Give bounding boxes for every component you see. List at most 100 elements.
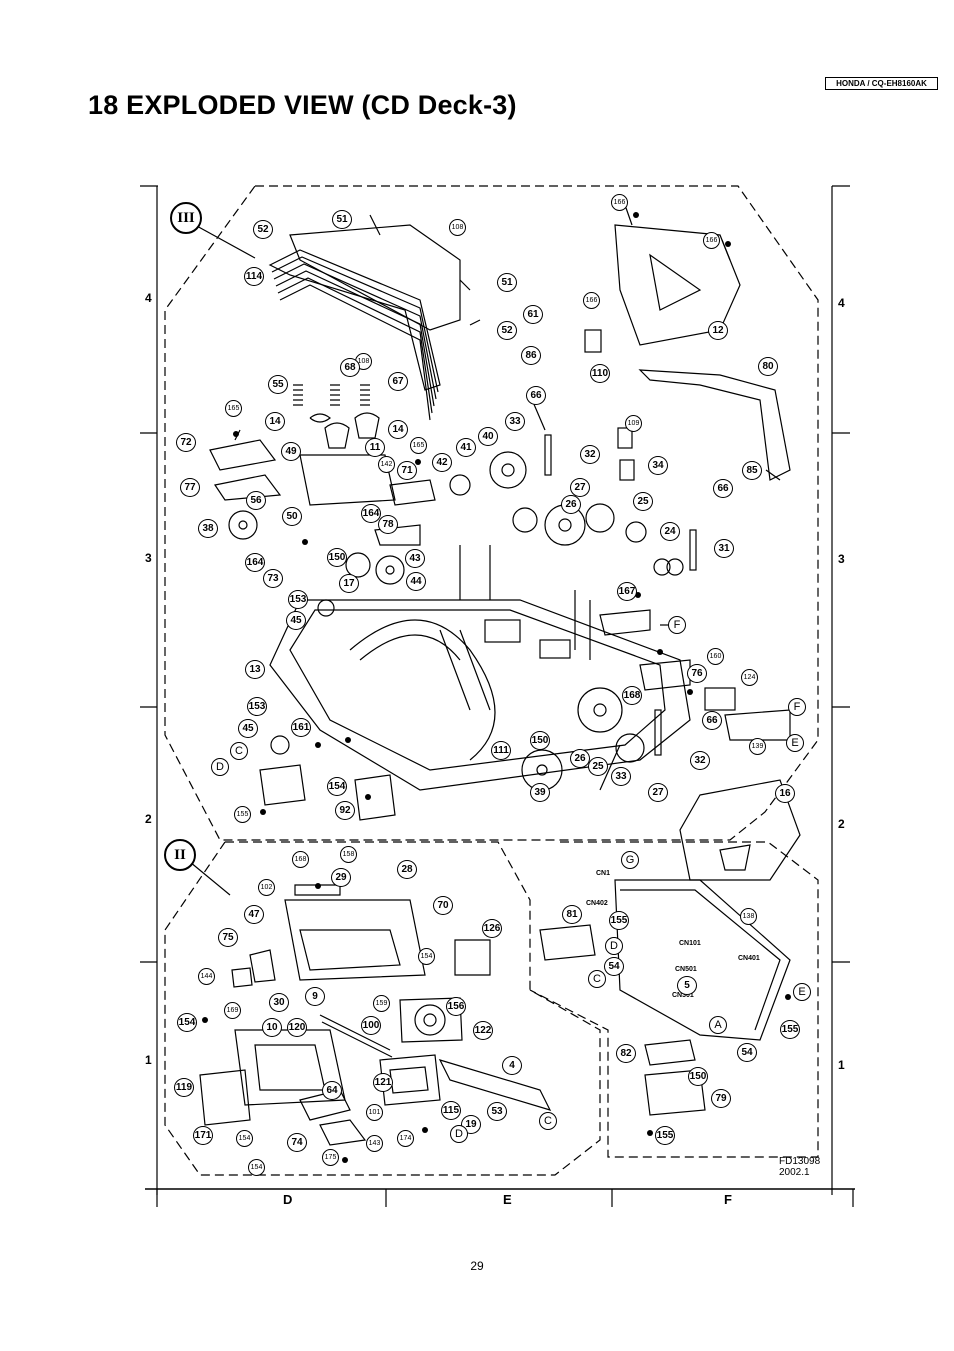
part-callout: 28 <box>397 860 417 879</box>
part-callout: 38 <box>198 519 218 538</box>
part-callout: 68 <box>340 358 360 377</box>
part-callout: 143 <box>366 1135 383 1152</box>
part-callout: 108 <box>449 219 466 236</box>
part-callout: 41 <box>456 438 476 457</box>
row-label: 2 <box>145 812 152 826</box>
part-callout: 45 <box>286 611 306 630</box>
part-callout: 76 <box>687 664 707 683</box>
part-callout: 42 <box>432 453 452 472</box>
reference-letter: A <box>709 1016 727 1034</box>
part-callout: 72 <box>176 433 196 452</box>
model-tag: HONDA / CQ-EH8160AK <box>825 77 938 90</box>
part-callout: 32 <box>580 445 600 464</box>
part-callout: 78 <box>378 515 398 534</box>
part-callout: 114 <box>244 267 264 286</box>
part-callout: 80 <box>758 357 778 376</box>
section-label: III <box>170 202 202 234</box>
connector-label: CN401 <box>738 955 760 962</box>
part-callout: 150 <box>327 548 347 567</box>
part-callout: 164 <box>245 553 265 572</box>
reference-letter: C <box>539 1112 557 1130</box>
part-callout: 79 <box>711 1089 731 1108</box>
connector-label: CN301 <box>672 992 694 999</box>
part-callout: 81 <box>562 905 582 924</box>
connector-label: CN1 <box>596 870 611 877</box>
part-callout: 174 <box>397 1130 414 1147</box>
part-callout: 154 <box>177 1013 197 1032</box>
part-callout: 5 <box>677 976 697 995</box>
reference-letter: F <box>668 616 686 634</box>
part-callout: 34 <box>648 456 668 475</box>
part-callout: 14 <box>265 412 285 431</box>
part-callout: 73 <box>263 569 283 588</box>
part-callout: 85 <box>742 461 762 480</box>
part-callout: 155 <box>234 806 251 823</box>
part-callout: 166 <box>703 232 720 249</box>
part-callout: 64 <box>322 1081 342 1100</box>
part-callout: 24 <box>660 522 680 541</box>
part-callout: 166 <box>583 292 600 309</box>
part-callout: 27 <box>648 783 668 802</box>
part-callout: 40 <box>478 427 498 446</box>
part-callout: 11 <box>365 438 385 457</box>
part-callout: 119 <box>174 1078 194 1097</box>
part-callout: 71 <box>397 461 417 480</box>
part-callout: 155 <box>655 1126 675 1145</box>
part-callout: 66 <box>713 479 733 498</box>
figure-code-date: 2002.1 <box>779 1167 810 1178</box>
part-callout: 155 <box>780 1020 800 1039</box>
part-callout: 142 <box>378 456 395 473</box>
part-callout: 171 <box>193 1126 213 1145</box>
part-callout: 122 <box>473 1021 493 1040</box>
part-callout: 56 <box>246 491 266 510</box>
part-callout: 51 <box>497 273 517 292</box>
part-callout: 153 <box>247 697 267 716</box>
connector-label: CN101 <box>679 940 701 947</box>
part-callout: 74 <box>287 1133 307 1152</box>
part-callout: 54 <box>604 957 624 976</box>
part-callout: 139 <box>749 738 766 755</box>
figure-code: FD13098 2002.1 <box>779 1156 820 1178</box>
column-label: D <box>283 1192 293 1207</box>
part-callout: 12 <box>708 321 728 340</box>
part-callout: 158 <box>340 846 357 863</box>
part-callout: 138 <box>740 908 757 925</box>
part-callout: 27 <box>570 478 590 497</box>
part-callout: 33 <box>611 767 631 786</box>
connector-label: CN501 <box>675 966 697 973</box>
part-callout: 155 <box>609 911 629 930</box>
part-callout: 29 <box>331 868 351 887</box>
reference-letter: D <box>605 937 623 955</box>
part-callout: 13 <box>245 660 265 679</box>
page-title: 18 EXPLODED VIEW (CD Deck-3) <box>88 90 517 120</box>
part-callout: 51 <box>332 210 352 229</box>
reference-letter: G <box>621 851 639 869</box>
part-callout: 92 <box>335 801 355 820</box>
part-callout: 154 <box>236 1130 253 1147</box>
section-label: II <box>164 839 196 871</box>
part-callout: 75 <box>218 928 238 947</box>
part-callout: 17 <box>339 574 359 593</box>
part-callout: 54 <box>737 1043 757 1062</box>
part-callout: 102 <box>258 879 275 896</box>
part-callout: 100 <box>361 1016 381 1035</box>
part-callout: 10 <box>262 1018 282 1037</box>
part-callout: 55 <box>268 375 288 394</box>
reference-letter: C <box>588 970 606 988</box>
part-callout: 39 <box>530 783 550 802</box>
part-callout: 82 <box>616 1044 636 1063</box>
part-callout: 67 <box>388 372 408 391</box>
part-callout: 164 <box>361 504 381 523</box>
part-callout: 70 <box>433 896 453 915</box>
part-callout: 121 <box>373 1073 393 1092</box>
figure-code-number: FD13098 <box>779 1156 821 1167</box>
column-label: E <box>503 1192 512 1207</box>
part-callout: 165 <box>225 400 242 417</box>
part-callout: 44 <box>406 572 426 591</box>
part-callout: 111 <box>491 741 511 760</box>
part-callout: 33 <box>505 412 525 431</box>
part-callout: 52 <box>497 321 517 340</box>
row-label: 3 <box>838 552 845 566</box>
part-callout: 47 <box>244 905 264 924</box>
